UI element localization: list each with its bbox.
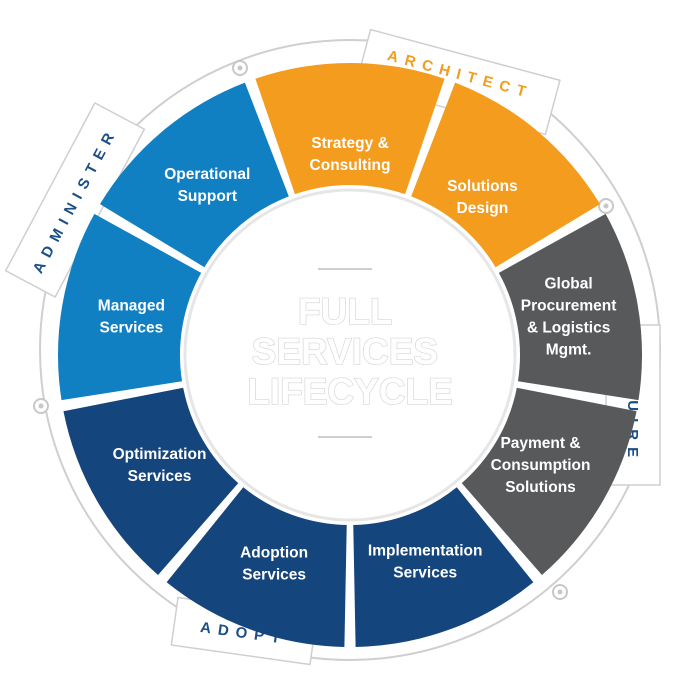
ring-dot-center — [603, 203, 609, 209]
segment-label-line: Design — [457, 200, 509, 217]
segment-label-line: Adoption — [240, 545, 308, 562]
segment-label-line: Services — [128, 468, 192, 485]
segment-label-line: Procurement — [521, 298, 617, 315]
segment-label-line: Operational — [164, 166, 250, 183]
segment-label-line: Support — [178, 188, 237, 205]
segment-label-line: Mgmt. — [546, 342, 592, 359]
segment-label-line: & Logistics — [527, 320, 611, 337]
segment-label-line: Solutions — [447, 178, 518, 195]
ring-dot-center — [237, 65, 243, 71]
segment-label-line: Managed — [98, 298, 165, 315]
segment-label: Strategy & Consulting — [310, 135, 391, 174]
segment-shape — [99, 82, 289, 268]
ring-dot-center — [557, 589, 563, 595]
phase-tab-box — [4, 101, 146, 299]
segment-shape — [166, 487, 347, 647]
center-title-line-1: FULL — [298, 291, 392, 332]
segment-shape — [57, 213, 202, 401]
segment-label-line: Services — [100, 320, 164, 337]
segment-shape — [411, 82, 601, 268]
segment-label-line: Services — [393, 565, 457, 582]
center-title: FULL SERVICES LIFECYCLE — [247, 291, 453, 412]
center-title-line-2: SERVICES — [252, 331, 438, 372]
segment-label-line: Payment & — [500, 435, 580, 452]
center-circle — [183, 188, 517, 522]
center-title-line-3: LIFECYCLE — [247, 371, 453, 412]
segment-label-line: Consumption — [491, 457, 591, 474]
segment-label-line: Strategy & — [311, 135, 389, 152]
ring-dots — [33, 60, 614, 600]
segment-shape — [461, 387, 637, 576]
segment-label-line: Services — [242, 567, 306, 584]
segment-shape — [353, 487, 534, 647]
segment-shape — [255, 62, 445, 195]
segment-shape — [63, 387, 239, 576]
service-segment: Strategy & Consulting — [255, 62, 445, 195]
segment-label-line: Solutions — [505, 479, 576, 496]
segment-shape — [498, 213, 642, 401]
segment-label-line: Implementation — [368, 543, 483, 560]
segment-label-line: Global — [544, 276, 592, 293]
ring-dot-center — [38, 403, 44, 409]
segment-label-line: Optimization — [113, 446, 207, 463]
segment-label-line: Consulting — [310, 157, 391, 174]
